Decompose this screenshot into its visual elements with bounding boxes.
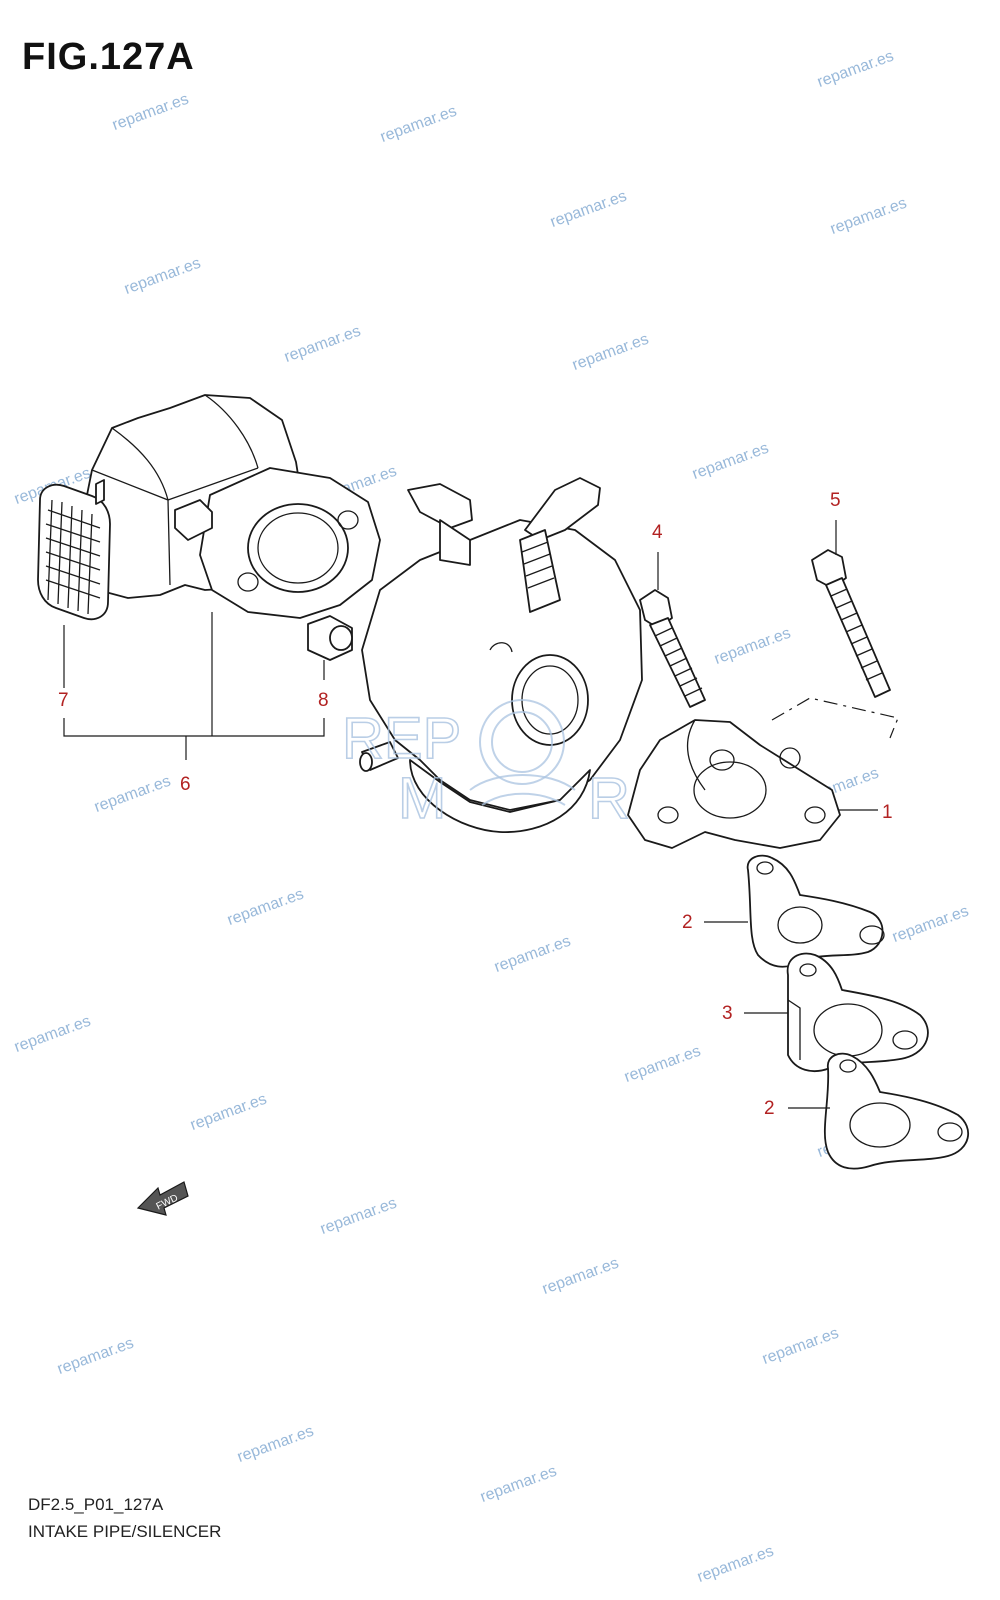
fwd-arrow-icon: FWD xyxy=(136,1181,189,1216)
figure-caption: INTAKE PIPE/SILENCER xyxy=(28,1522,222,1541)
callout-6: 6 xyxy=(180,774,191,795)
logo-line-2: M xyxy=(398,766,446,831)
callout-2: 2 xyxy=(682,912,693,933)
callout-7: 7 xyxy=(58,690,69,711)
callout-5: 5 xyxy=(830,490,841,511)
callout-4: 4 xyxy=(652,522,663,543)
gasket-part-2-upper xyxy=(746,854,885,968)
bolt-part-4 xyxy=(639,589,706,708)
bolt-part-5 xyxy=(771,549,899,739)
mesh-screen xyxy=(45,499,101,615)
callout-1: 1 xyxy=(882,802,893,823)
carburetor xyxy=(359,477,643,833)
silencer-assembly xyxy=(37,394,381,621)
logo-line-2b: R xyxy=(588,766,630,831)
callout-2-lower: 2 xyxy=(764,1098,775,1119)
leader-lines xyxy=(63,520,878,1109)
collar-part-8 xyxy=(307,615,353,661)
callout-8: 8 xyxy=(318,690,329,711)
logo-line-1: REP xyxy=(342,706,461,771)
insulator-part-3 xyxy=(786,952,929,1072)
watermark-logo: REP M R xyxy=(341,699,631,832)
figure-code: DF2.5_P01_127A xyxy=(28,1495,164,1514)
intake-pipe-part-1 xyxy=(627,719,841,849)
figure-title: FIG.127A xyxy=(22,36,195,78)
callout-3: 3 xyxy=(722,1003,733,1024)
gasket-part-2-lower xyxy=(823,1052,969,1170)
